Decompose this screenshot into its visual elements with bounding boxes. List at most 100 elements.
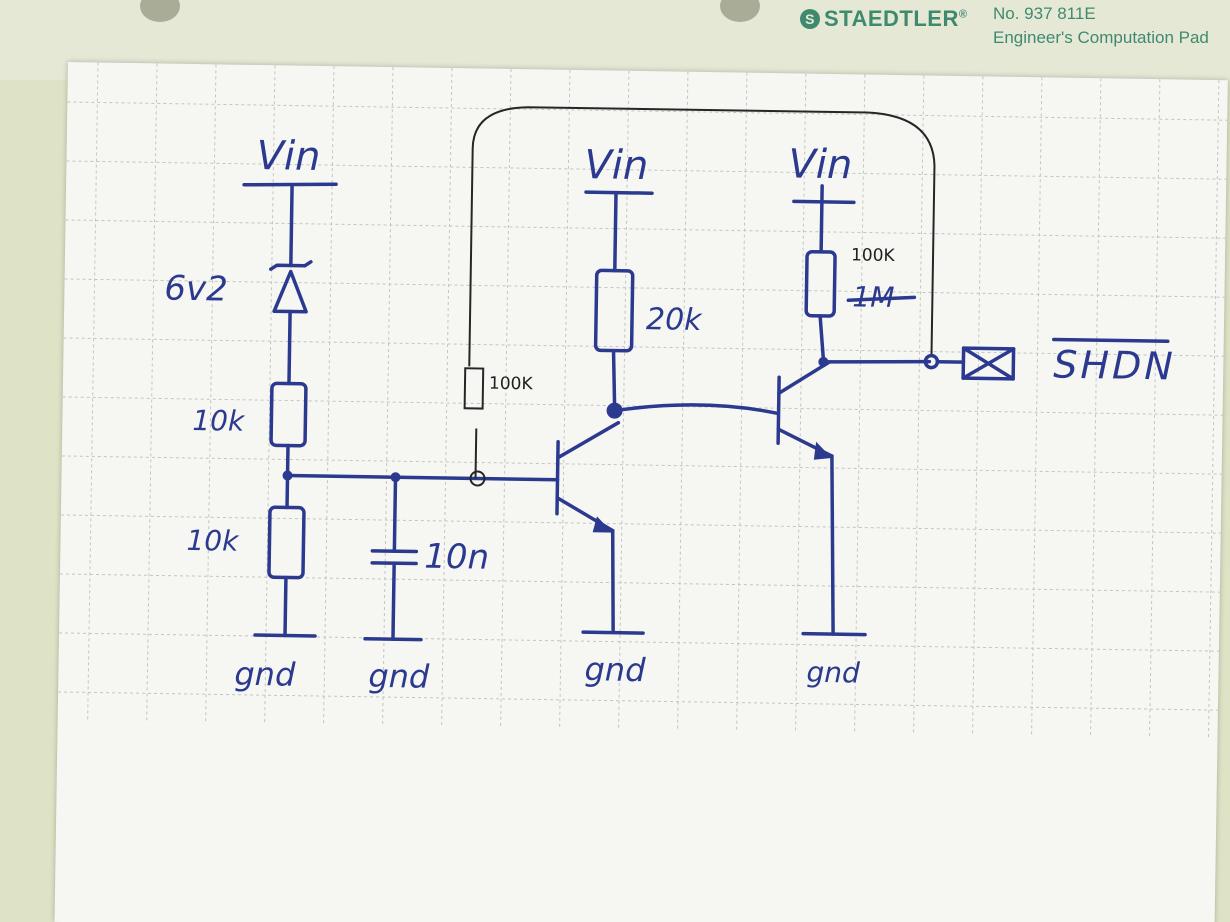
wire: [611, 348, 617, 411]
grid-line: [65, 219, 1226, 239]
strike-through: [846, 295, 917, 303]
grid-line: [559, 69, 571, 730]
transistor-q2-collector: [777, 360, 832, 395]
sketch-paper: Vin 6v2 10k 10k 10n 100K Vin 20k Vin 100…: [54, 62, 1228, 922]
resistor-20k: [593, 268, 635, 353]
zener-diode-icon: [272, 269, 308, 314]
vin-bar-left: [242, 182, 338, 187]
label-gnd-3: gnd: [584, 650, 646, 689]
wire: [610, 528, 615, 633]
label-cap: 10n: [424, 537, 489, 578]
grid-line: [59, 573, 1220, 593]
ground-bar: [581, 630, 645, 635]
label-gnd-2: gnd: [368, 657, 430, 696]
grid-line: [382, 67, 394, 728]
zener-cathode: [269, 260, 313, 271]
wire: [283, 575, 288, 638]
grid-line: [677, 71, 689, 732]
circuit-schematic: Vin 6v2 10k 10k 10n 100K Vin 20k Vin 100…: [58, 62, 1228, 741]
wire: [612, 403, 779, 415]
grid-line: [913, 75, 925, 736]
grid-lines: [58, 62, 1228, 741]
punch-hole: [720, 0, 760, 22]
grid-line: [500, 68, 512, 729]
label-vin-mid: Vin: [584, 142, 649, 189]
brand-logo-icon: S: [800, 9, 820, 29]
label-r-collector2: 100K: [851, 245, 896, 266]
wire: [819, 184, 824, 254]
punch-hole: [140, 0, 180, 22]
resistor-10k-bottom: [267, 505, 306, 580]
ground-bar: [363, 636, 423, 642]
registered-mark: ®: [958, 8, 968, 21]
label-r-collector1: 20k: [646, 302, 704, 338]
label-gnd-1: gnd: [234, 655, 296, 694]
node-ring: [469, 470, 486, 487]
grid-line: [323, 66, 335, 727]
resistor-100k-feedback: [463, 367, 485, 410]
wire: [392, 475, 398, 553]
grid-line: [146, 63, 158, 724]
wire: [285, 473, 560, 482]
pad-name: Engineer's Computation Pad: [993, 28, 1209, 47]
wire: [289, 183, 294, 268]
grid-line: [66, 160, 1227, 180]
wire: [391, 561, 396, 641]
ground-bar: [801, 631, 867, 637]
transistor-q1-base: [555, 439, 560, 516]
connector-cross: [961, 347, 1016, 380]
wire: [830, 454, 835, 636]
resistor-100k-collector: [804, 249, 837, 318]
emitter-arrow-icon: [813, 441, 832, 460]
grid-line: [854, 74, 866, 735]
vin-bar-mid: [584, 190, 654, 195]
wire: [613, 190, 618, 273]
grid-line: [60, 514, 1221, 534]
ground-bar: [253, 633, 317, 638]
grid-line: [58, 691, 1218, 711]
grid-line: [59, 632, 1219, 652]
grid-line: [264, 65, 276, 726]
grid-line: [736, 72, 748, 733]
grid-line: [441, 68, 453, 728]
transistor-q2-base: [776, 375, 781, 445]
vin-bar-right: [792, 199, 856, 205]
label-output: SHDN: [1053, 343, 1176, 389]
wire: [821, 359, 932, 364]
grid-line: [1207, 80, 1220, 741]
label-gnd-4: gnd: [806, 656, 860, 690]
transistor-q1-collector: [556, 420, 621, 460]
grid-line: [63, 337, 1224, 357]
grid-line: [795, 73, 807, 734]
pad-number: No. 937 811E: [993, 4, 1096, 23]
grid-line: [618, 70, 630, 731]
output-connector-icon: [961, 346, 1016, 381]
grid-line: [61, 455, 1222, 475]
grid-line: [67, 101, 1228, 121]
label-r-feedback: 100K: [489, 374, 534, 395]
grid-line: [972, 76, 984, 737]
overbar: [1052, 337, 1170, 344]
grid-line: [1148, 79, 1161, 740]
junction-dot: [282, 470, 293, 481]
grid-line: [205, 64, 217, 725]
label-r-bottom: 10k: [186, 524, 240, 558]
label-r-top: 10k: [192, 404, 246, 438]
label-r-collector2-struck: 1M: [852, 280, 894, 314]
grid-line: [1031, 77, 1043, 738]
wire: [818, 314, 826, 362]
resistor-10k-top: [269, 381, 308, 448]
wire: [287, 309, 292, 386]
pad-brand-text: STAEDTLER: [824, 6, 959, 31]
label-vin-left: Vin: [256, 133, 321, 180]
grid-line: [87, 62, 99, 723]
label-zener: 6v2: [164, 269, 228, 310]
grid-line: [64, 278, 1225, 298]
label-vin-right: Vin: [788, 141, 853, 188]
grid-line: [1090, 78, 1102, 739]
grid-line: [62, 396, 1223, 416]
feedback-wire: [468, 106, 936, 479]
capacitor-plate: [370, 549, 419, 554]
